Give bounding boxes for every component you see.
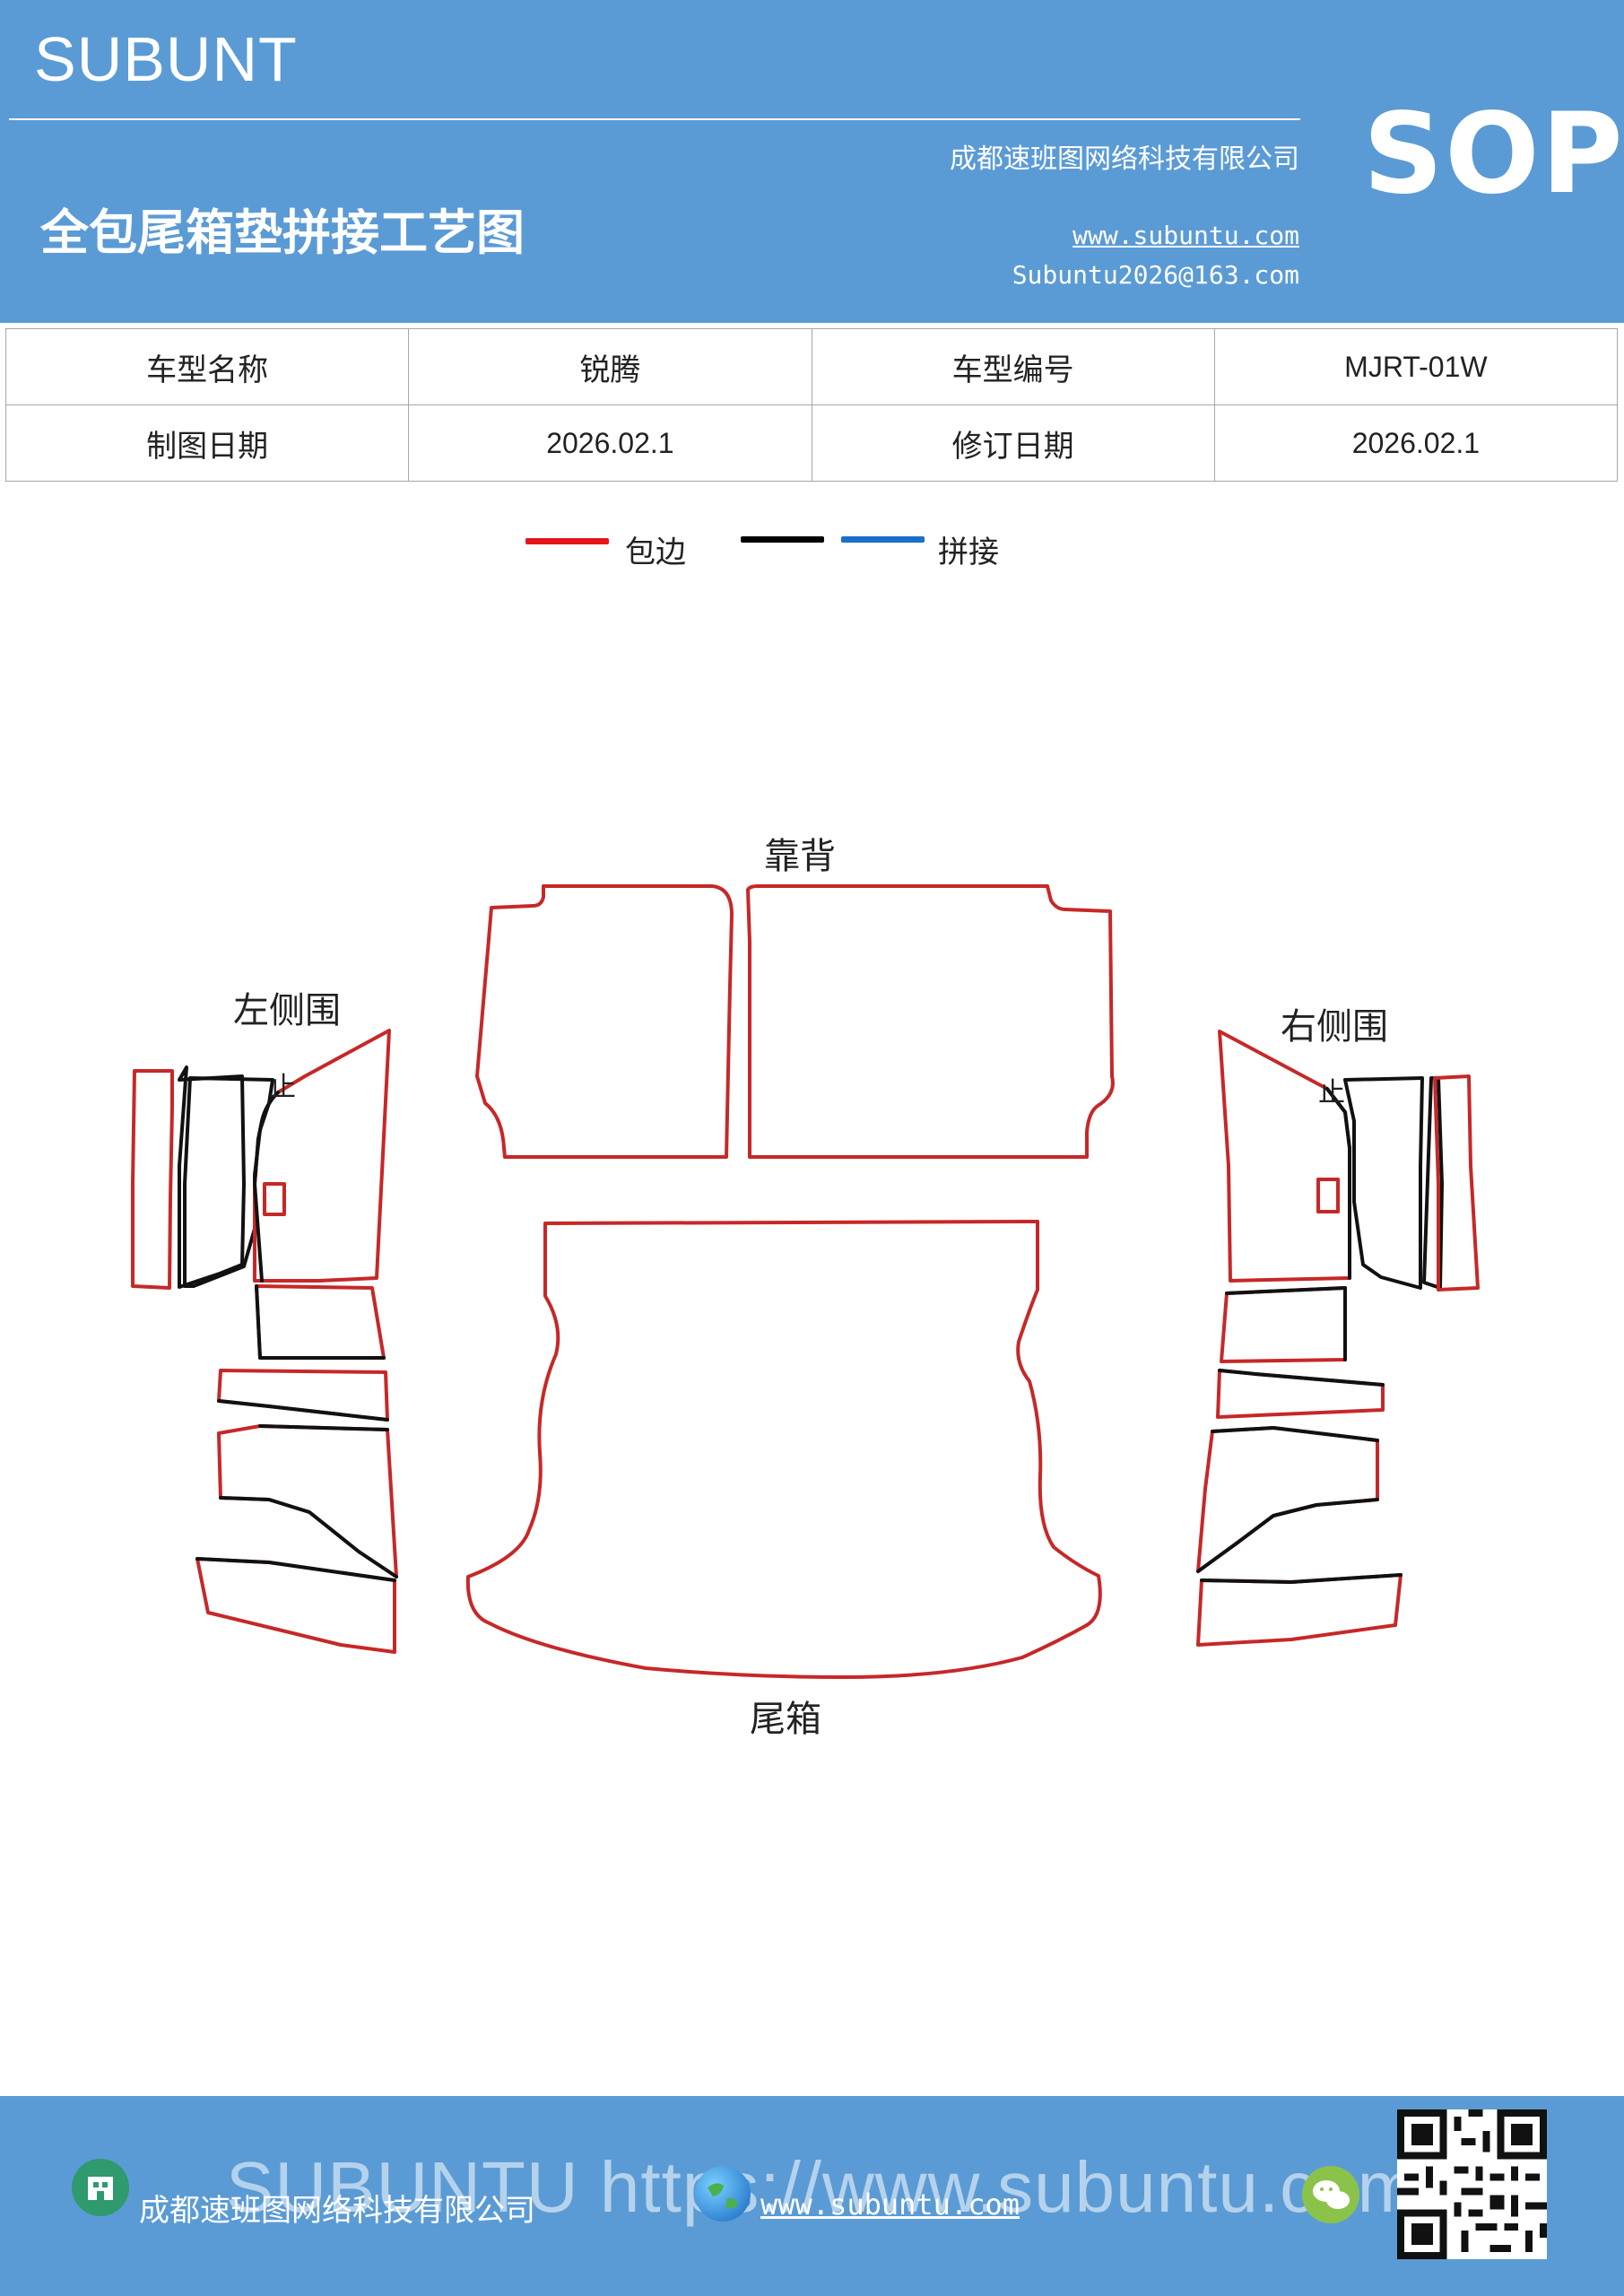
right-panel-lower-seam bbox=[1196, 1426, 1379, 1573]
right-panel-main bbox=[1218, 1030, 1351, 1283]
footer-website-link[interactable]: www.subuntu.com bbox=[760, 2187, 1020, 2222]
left-panel-main bbox=[253, 1029, 391, 1283]
label-trunk: 尾箱 bbox=[750, 1699, 821, 1740]
globe-icon bbox=[695, 2166, 751, 2222]
legend-label-edge: 包边 bbox=[625, 535, 686, 570]
company-name: 成都速班图网络科技有限公司 bbox=[950, 144, 1299, 175]
left-panel-lower-seam bbox=[219, 1424, 398, 1578]
backrest-left-piece bbox=[475, 884, 734, 1159]
right-panel-bottom bbox=[1196, 1573, 1403, 1647]
building-icon bbox=[72, 2159, 129, 2216]
left-panel-strip-c-seam bbox=[217, 1399, 389, 1422]
left-panel-lower bbox=[217, 1424, 398, 1578]
legend: 包边 拼接 bbox=[0, 520, 1624, 574]
header-banner: SUBUNT 全包尾箱垫拼接工艺图 成都速班图网络科技有限公司 www.subu… bbox=[0, 0, 1624, 323]
document-title: 全包尾箱垫拼接工艺图 bbox=[40, 204, 525, 261]
table-row: 车型名称 锐腾 车型编号 MJRT-01W bbox=[4, 328, 1619, 405]
email-address[interactable]: Subuntu2026@163.com bbox=[1012, 260, 1299, 290]
revise-date-label: 修订日期 bbox=[811, 404, 1215, 482]
label-small-left: 止 bbox=[269, 1072, 296, 1103]
right-panel-notch bbox=[1316, 1178, 1340, 1213]
brand-logo-text: SUBUNT bbox=[34, 24, 298, 94]
left-panel-middle-seam bbox=[255, 1284, 386, 1360]
left-panel-strip-inner-a bbox=[178, 1065, 246, 1289]
legend-line-black bbox=[741, 536, 824, 543]
table-row: 制图日期 2026.02.1 修订日期 2026.02.1 bbox=[4, 404, 1619, 482]
left-panel-middle bbox=[255, 1284, 386, 1360]
left-panel-bottom-seam bbox=[195, 1557, 396, 1582]
website-link[interactable]: www.subuntu.com bbox=[1073, 221, 1299, 250]
revise-date-value: 2026.02.1 bbox=[1213, 404, 1619, 482]
qr-code-image bbox=[1397, 2109, 1547, 2259]
right-panel-strip-c-seam bbox=[1218, 1369, 1385, 1387]
wechat-icon bbox=[1302, 2166, 1359, 2223]
right-panel-main-seam bbox=[1325, 1087, 1351, 1280]
footer-company-name: 成都速班图网络科技有限公司 bbox=[139, 2193, 535, 2229]
model-code-value: MJRT-01W bbox=[1213, 328, 1619, 405]
model-name-value: 锐腾 bbox=[408, 328, 812, 405]
footer-watermark: SUBUNTU https://www.subuntu.com bbox=[226, 2147, 1419, 2227]
right-panel-bottom-seam bbox=[1200, 1573, 1403, 1584]
model-name-label: 车型名称 bbox=[4, 328, 410, 405]
footer-banner: SUBUNTU https://www.subuntu.com 成都速班图网络科… bbox=[0, 2096, 1624, 2296]
backrest-right-piece bbox=[746, 884, 1115, 1159]
sop-badge: SOP bbox=[1363, 90, 1624, 219]
vehicle-info-table: 车型名称 锐腾 车型编号 MJRT-01W 制图日期 2026.02.1 修订日… bbox=[4, 328, 1619, 482]
legend-label-seam: 拼接 bbox=[938, 535, 999, 570]
label-backrest: 靠背 bbox=[764, 836, 836, 877]
trunk-floor-piece bbox=[465, 1220, 1102, 1679]
right-panel-middle-seam bbox=[1225, 1286, 1347, 1361]
left-panel-strip-outer bbox=[131, 1069, 174, 1290]
right-panel-strip-outer bbox=[1433, 1074, 1480, 1292]
right-panel-strip-inner-a bbox=[1343, 1076, 1424, 1290]
draw-date-value: 2026.02.1 bbox=[408, 404, 812, 482]
label-left-side: 左侧围 bbox=[233, 990, 341, 1031]
label-small-right: 止 bbox=[1318, 1077, 1345, 1109]
left-panel-bottom bbox=[195, 1557, 396, 1654]
legend-line-seam bbox=[841, 536, 925, 543]
label-right-side: 右侧围 bbox=[1281, 1006, 1388, 1048]
left-panel-notch bbox=[263, 1182, 286, 1216]
draw-date-label: 制图日期 bbox=[4, 404, 410, 482]
left-panel-strip-c bbox=[217, 1369, 389, 1422]
left-panel-main-seam bbox=[253, 1091, 280, 1283]
model-code-label: 车型编号 bbox=[811, 328, 1215, 405]
legend-line-edge bbox=[525, 538, 609, 544]
header-divider bbox=[9, 118, 1300, 120]
right-panel-middle bbox=[1220, 1286, 1347, 1363]
trunk-mat-diagram: 靠背 左侧围 止 右侧围 止 尾箱 bbox=[131, 836, 1480, 1740]
